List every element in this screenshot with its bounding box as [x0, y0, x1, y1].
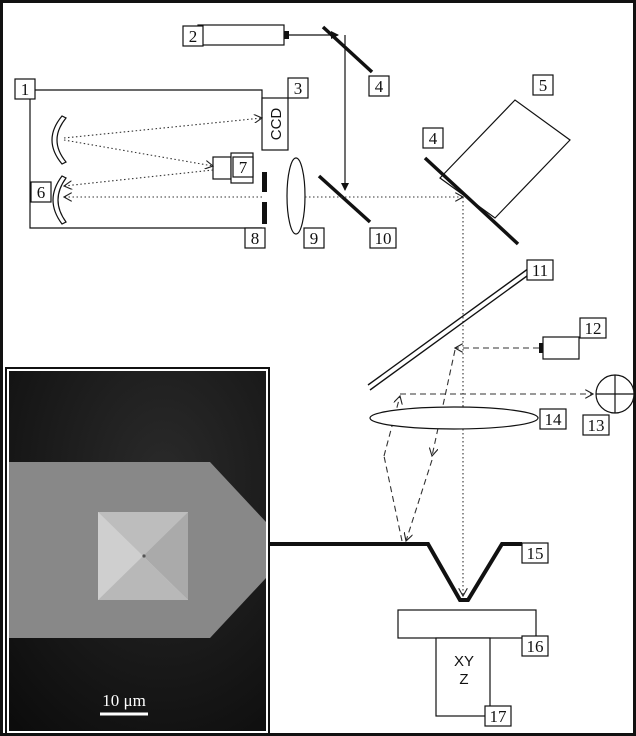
- label-6: 6: [37, 183, 46, 202]
- label-2: 2: [189, 27, 198, 46]
- curved-mirror-lower: [53, 176, 66, 224]
- beam-mirror-to-ccd: [64, 118, 262, 138]
- label-3: 3: [294, 79, 303, 98]
- label-15: 15: [527, 544, 544, 563]
- laser-aperture: [284, 31, 289, 39]
- afm-beam-splitter-back: [368, 263, 536, 385]
- sample-stage: [398, 610, 536, 638]
- label-1: 1: [21, 80, 30, 99]
- beam-grating-to-mirror: [64, 170, 213, 186]
- cantilever: [268, 544, 522, 600]
- entrance-slit-lower: [262, 202, 267, 224]
- laser-source: [198, 25, 284, 45]
- entrance-slit-upper: [262, 172, 267, 192]
- afm-beam-down-1: [432, 350, 455, 456]
- label-8: 8: [251, 229, 260, 248]
- label-17: 17: [490, 707, 508, 726]
- label-9: 9: [310, 229, 319, 248]
- sem-inset: 10 μm: [6, 368, 269, 734]
- xyz-label-line1: XY: [454, 653, 474, 670]
- label-12: 12: [585, 319, 602, 338]
- afm-beam-down-2: [406, 460, 432, 541]
- xyz-label-line2: Z: [459, 671, 468, 688]
- ccd-text: CCD: [268, 108, 285, 141]
- label-5: 5: [539, 76, 548, 95]
- sem-scale-bar-label: 10 μm: [102, 691, 146, 710]
- label-10: 10: [375, 229, 392, 248]
- label-11: 11: [532, 261, 548, 280]
- beam-mirror-to-grating: [64, 140, 213, 166]
- afm-laser: [543, 337, 579, 359]
- afm-laser-aperture: [539, 343, 543, 353]
- sem-tip-apex: [142, 554, 145, 557]
- label-4-top: 4: [375, 77, 384, 96]
- afm-lens: [370, 407, 538, 429]
- label-16: 16: [527, 637, 544, 656]
- label-7: 7: [239, 158, 248, 177]
- focusing-lens: [287, 158, 305, 234]
- label-13: 13: [588, 416, 605, 435]
- label-14: 14: [545, 410, 563, 429]
- grating: [213, 157, 231, 179]
- label-4-right: 4: [429, 129, 438, 148]
- mirror-top: [323, 27, 372, 72]
- curved-mirror-upper: [52, 116, 66, 164]
- microscope-camera: [440, 100, 570, 218]
- afm-beam-up-1: [384, 456, 402, 541]
- afm-beam-splitter: [370, 268, 538, 390]
